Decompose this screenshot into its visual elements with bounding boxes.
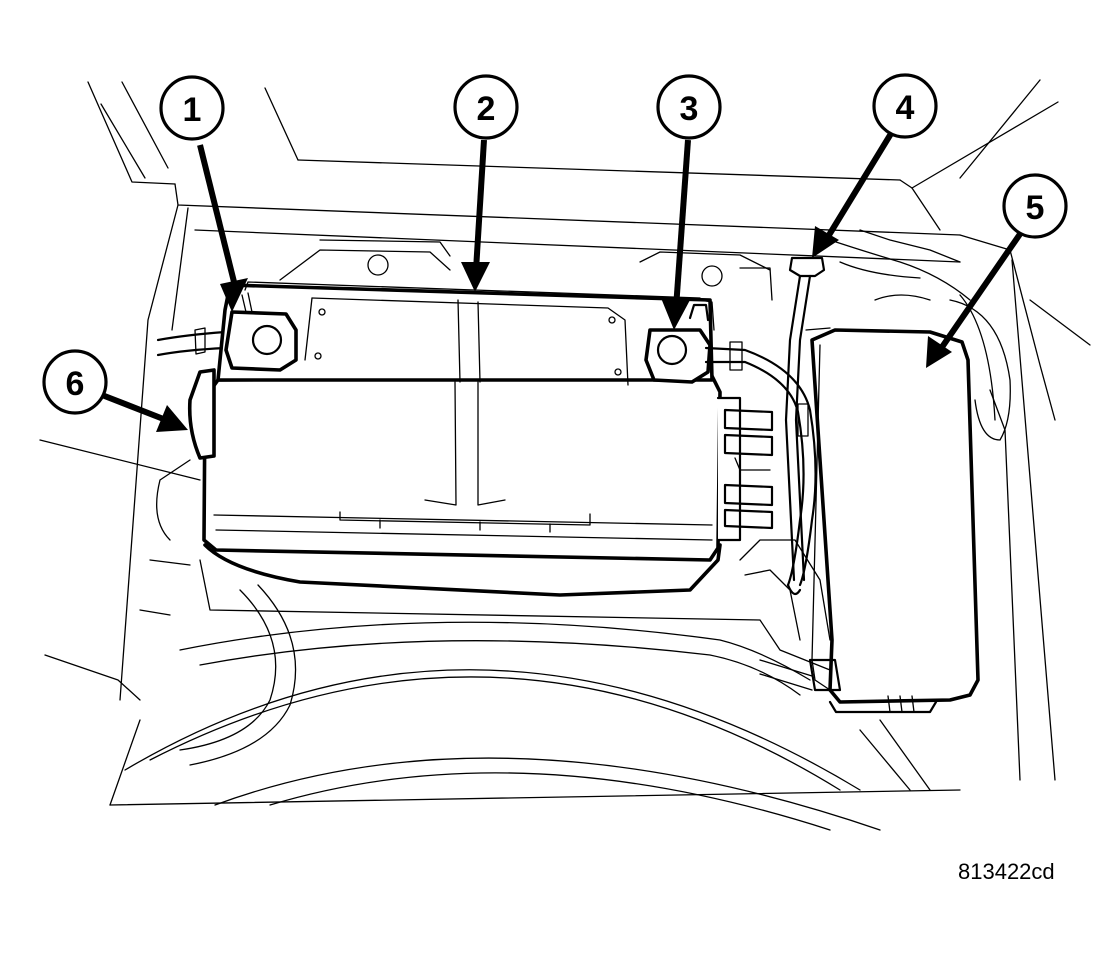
negative-terminal [224, 292, 298, 372]
battery [202, 281, 774, 597]
ground-cable [156, 327, 227, 357]
callout-3: 3 [656, 74, 722, 140]
callout-5: 5 [1002, 173, 1068, 239]
callout-1: 1 [159, 75, 225, 141]
positive-terminal [644, 299, 715, 384]
vent-tube [156, 368, 216, 541]
callout-2: 2 [453, 74, 519, 140]
callout-6: 6 [42, 349, 108, 415]
sensor-lead [784, 256, 826, 582]
spare-tire-well [124, 584, 931, 831]
figure-id: 813422cd [958, 859, 1055, 884]
callout-1-number: 1 [183, 91, 202, 129]
callout-4-number: 4 [896, 89, 915, 127]
callout-arrows [100, 130, 1023, 432]
battery-tray [199, 239, 831, 671]
callout-3-number: 3 [680, 90, 699, 128]
positive-cable [704, 341, 817, 596]
power-distribution-box [759, 229, 1011, 714]
callout-2-number: 2 [477, 90, 496, 128]
body-panels [39, 79, 1091, 806]
callout-6-number: 6 [66, 365, 85, 403]
callout-4: 4 [872, 73, 938, 139]
callout-5-number: 5 [1026, 189, 1045, 227]
